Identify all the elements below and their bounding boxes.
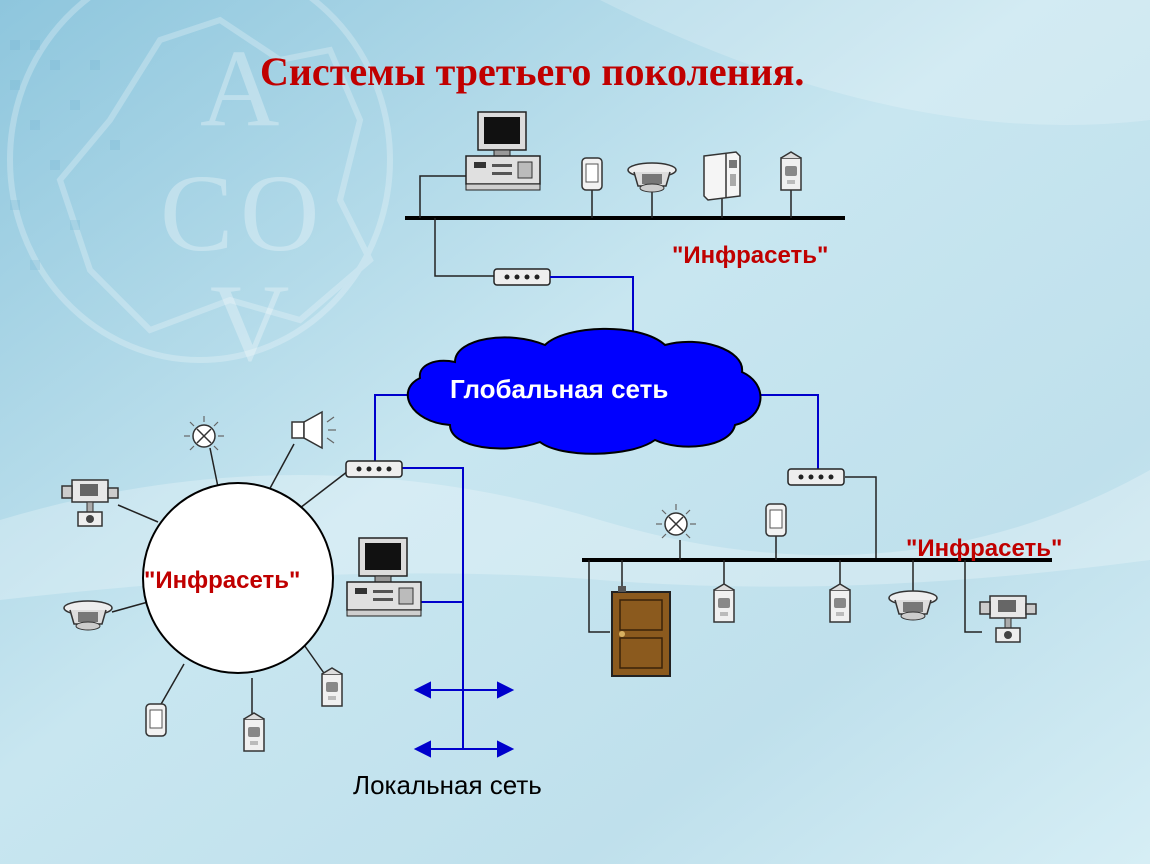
global-network-cloud: Глобальная сеть: [406, 327, 762, 455]
motion-sensor-icon: [829, 583, 851, 623]
siren-icon: [291, 411, 337, 449]
right-infranet: "Инфрасеть": [582, 468, 1062, 677]
svg-text:V: V: [210, 262, 289, 384]
top-infranet: "Инфрасеть": [405, 111, 845, 286]
infranet-ring-label: "Инфрасеть": [144, 567, 300, 594]
control-panel-icon: [703, 151, 741, 201]
motion-sensor-icon: [780, 151, 802, 191]
infranet-right-label: "Инфрасеть": [906, 535, 1062, 562]
svg-text:A: A: [200, 27, 279, 149]
network-hub-icon: [493, 268, 551, 286]
ring-infranet: "Инфрасеть": [61, 411, 422, 752]
network-hub-icon: [345, 460, 403, 478]
motion-sensor-icon: [321, 667, 343, 707]
keypad-icon: [581, 157, 603, 191]
door-icon: [611, 586, 671, 677]
smoke-detector-icon: [63, 600, 113, 631]
keypad-icon: [145, 703, 167, 737]
local-network-label: Локальная сеть: [353, 770, 542, 800]
lamp-icon: [655, 503, 697, 539]
camera-icon: [979, 595, 1037, 643]
smoke-detector-icon: [627, 162, 677, 193]
slide-title: Системы третьего поколения.: [260, 49, 804, 94]
global-network-label: Глобальная сеть: [450, 374, 668, 404]
motion-sensor-icon: [243, 712, 265, 752]
network-hub-icon: [787, 468, 845, 486]
workstation-icon: [465, 111, 541, 191]
lamp-icon: [183, 415, 225, 451]
motion-sensor-icon: [713, 583, 735, 623]
svg-text:C: C: [160, 152, 233, 274]
svg-text:O: O: [240, 152, 319, 274]
workstation-icon: [346, 537, 422, 617]
smoke-detector-icon: [888, 590, 938, 621]
camera-icon: [61, 479, 119, 527]
keypad-icon: [765, 503, 787, 537]
infranet-top-label: "Инфрасеть": [672, 242, 828, 269]
local-network: Локальная сеть: [353, 681, 542, 800]
